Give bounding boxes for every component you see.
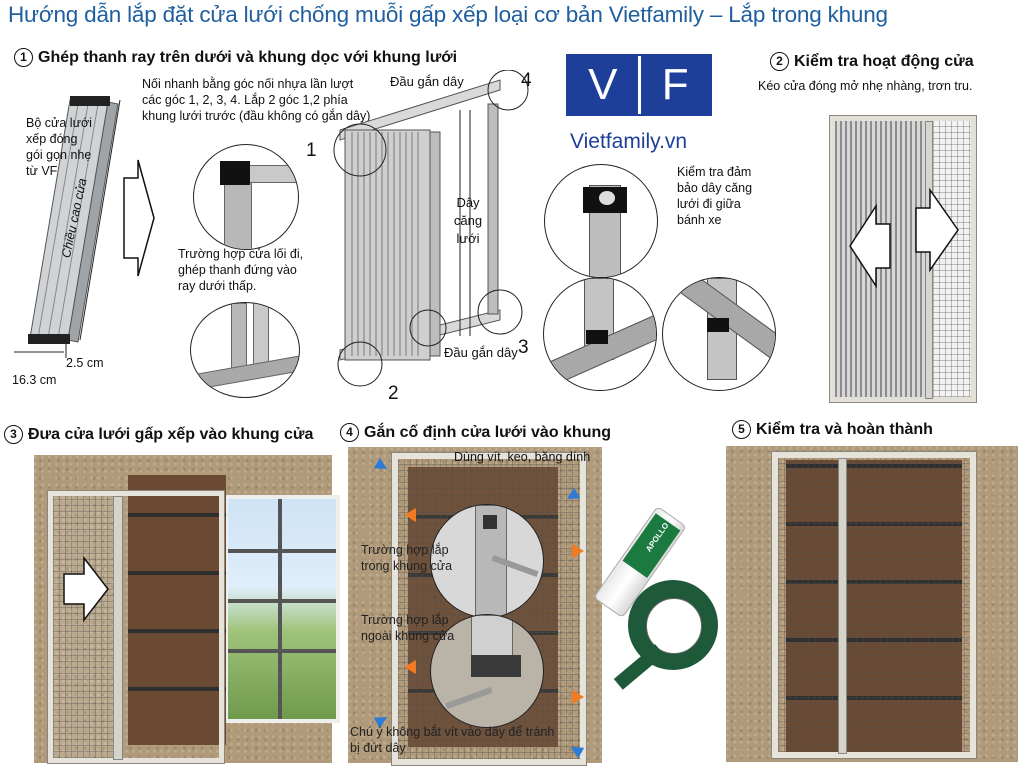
screw-icon — [445, 686, 493, 710]
step2-heading-text: Kiểm tra hoạt động cửa — [794, 52, 974, 70]
cord-end-bottom-label: Đầu gắn dây — [444, 345, 518, 360]
assembly-drawing — [333, 70, 529, 387]
page-title: Hướng dẫn lắp đặt cửa lưới chống muỗi gấ… — [8, 2, 888, 27]
step2-number: 2 — [770, 52, 789, 71]
step4-number: 4 — [340, 423, 359, 442]
step1-number: 1 — [14, 48, 33, 67]
outside-frame-zoom-circle — [430, 614, 544, 728]
step5-number: 5 — [732, 420, 751, 439]
step3-heading-text: Đưa cửa lưới gấp xếp vào khung cửa — [28, 425, 314, 443]
arrow-right-icon — [123, 159, 155, 277]
corner-label-1: 1 — [306, 140, 317, 161]
cord-end-top-label: Đầu gắn dây — [390, 74, 464, 89]
vf-logo: V F — [566, 54, 712, 116]
inside-frame-zoom-circle — [430, 504, 544, 618]
adhesive-point-marker — [404, 660, 416, 674]
step3-heading: 3 Đưa cửa lưới gấp xếp vào khung cửa — [4, 425, 313, 444]
package-note: Bộ cửa lưới xếp đóng gói gọn nhẹ từ VF — [26, 116, 92, 178]
cord-tension-label: Dây căng lưới — [453, 195, 483, 246]
step4-heading: 4 Gắn cố định cửa lưới vào khung — [340, 423, 611, 442]
warning-note: Chú ý không bắt vít vào dây để tránh bị … — [350, 725, 555, 755]
corner-label-3: 3 — [518, 337, 529, 358]
fixing-methods: Dùng vít, keo, băng dính — [454, 450, 591, 464]
step3-screen-frame — [48, 491, 224, 763]
step3-number: 3 — [4, 425, 23, 444]
insert-arrow-icon — [63, 556, 109, 622]
step5-heading-text: Kiểm tra và hoàn thành — [756, 420, 933, 438]
door-case-note: Trường hợp cửa lối đi, ghép thanh đứng v… — [178, 247, 304, 293]
depth-dimension: 2.5 cm — [66, 356, 104, 370]
open-close-arrows-icon — [849, 187, 959, 289]
door-bottom-zoom-circle — [190, 302, 300, 398]
logo-letter-f: F — [637, 56, 710, 114]
step4-heading-text: Gắn cố định cửa lưới vào khung — [364, 423, 612, 441]
inside-case-label: Trường hợp lắp trong khung cửa — [361, 543, 453, 573]
step1-heading-text: Ghép thanh ray trên dưới và khung dọc vớ… — [38, 48, 458, 66]
outside-case-label: Trường hợp lắp ngoài khung cửa — [361, 613, 455, 643]
step3-window — [224, 495, 340, 723]
join-note: Nối nhanh bằng góc nối nhựa lần lượt các… — [142, 77, 371, 123]
corner-zoom-circle — [193, 144, 299, 250]
wheel-zoom-circle — [544, 164, 658, 278]
adhesive-point-marker — [404, 508, 416, 522]
package-illustration — [14, 96, 121, 358]
width-dimension: 16.3 cm — [12, 373, 57, 387]
step1-heading: 1 Ghép thanh ray trên dưới và khung dọc … — [14, 48, 457, 67]
corner-label-2: 2 — [388, 383, 399, 404]
adhesive-point-marker — [572, 690, 584, 704]
corner-label-4: 4 — [521, 70, 532, 91]
bottom-right-zoom-circle — [662, 277, 776, 391]
step5-screen-frame — [772, 452, 976, 758]
step5-heading: 5 Kiểm tra và hoàn thành — [732, 420, 933, 439]
step2-heading: 2 Kiểm tra hoạt động cửa — [770, 52, 974, 71]
check-cord-note: Kiểm tra đảm bảo dây căng lưới đi giữa b… — [677, 165, 753, 227]
step2-note: Kéo cửa đóng mở nhẹ nhàng, trơn tru. — [758, 79, 973, 93]
adhesive-point-marker — [572, 544, 584, 558]
step5-wall — [726, 446, 1018, 762]
logo-letter-v: V — [568, 56, 638, 114]
logo-domain: Vietfamily.vn — [570, 130, 688, 153]
bottom-left-zoom-circle — [543, 277, 657, 391]
